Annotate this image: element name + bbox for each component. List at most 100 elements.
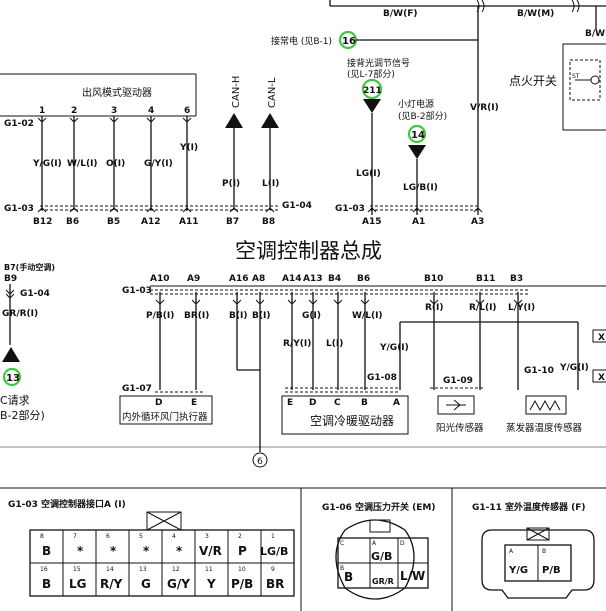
wire-wl2: W/L(I) [352, 311, 383, 321]
constant-power-label: 接常电 (见B-1) [271, 35, 332, 47]
svg-text:3: 3 [205, 533, 209, 540]
row1-conn-right: G1-03 [335, 204, 365, 214]
mode-motor-label: 出风模式驱动器 [82, 86, 152, 99]
ambient-cell-a: Y/G [508, 565, 528, 576]
conn-a-row1-nums: 8 7 6 5 4 3 2 1 [40, 533, 275, 540]
can-l-label: CAN-L [267, 77, 278, 108]
conn-a-row2: B LG R/Y G G/Y Y P/B BR [42, 577, 284, 591]
svg-text:G: G [141, 577, 151, 591]
wire-rl: R/L(I) [469, 303, 497, 313]
wire-r: R(I) [425, 303, 444, 313]
blend-conn: G1-08 [367, 373, 397, 383]
svg-text:2: 2 [71, 106, 77, 116]
left-b9-label: B9 [4, 274, 17, 284]
conn-a-row2-nums: 16 15 14 13 12 11 10 9 [40, 566, 275, 573]
wire-y: Y(I) [179, 143, 198, 153]
wire-b1: B(I) [229, 311, 247, 321]
svg-text:BR: BR [266, 577, 284, 591]
svg-text:*: * [77, 544, 84, 558]
wire-bw-f: B/W(F) [383, 9, 417, 19]
row2-wires [155, 292, 579, 430]
can-h-label: CAN-H [231, 76, 242, 108]
recirc-actuator-box [119, 395, 213, 425]
svg-text:A8: A8 [252, 274, 265, 284]
svg-text:16: 16 [40, 566, 48, 573]
svg-text:A9: A9 [187, 274, 200, 284]
svg-text:A13: A13 [303, 274, 323, 284]
svg-text:4: 4 [172, 533, 176, 540]
svg-text:A11: A11 [179, 217, 199, 227]
wire-can-l: L(I) [262, 179, 279, 189]
svg-text:B: B [361, 398, 368, 408]
svg-text:B6: B6 [357, 274, 370, 284]
wire-yg: Y/G(I) [32, 159, 62, 169]
press-cell-c: L/W [400, 569, 425, 583]
svg-text:6: 6 [184, 106, 190, 116]
conn-a-grid [62, 530, 262, 596]
mode-motor-connector: G1-02 [4, 119, 34, 129]
conn-ambient-body [481, 529, 595, 599]
conn-ambient-title: G1-11 室外温度传感器 (F) [472, 501, 586, 513]
svg-text:B8: B8 [262, 217, 275, 227]
left-arrow [2, 347, 20, 362]
sun-conn: G1-09 [443, 376, 473, 386]
evap-conn: G1-10 [524, 366, 554, 376]
backlight-arrow [363, 99, 381, 113]
svg-text:B3: B3 [510, 274, 523, 284]
svg-text:A: A [393, 398, 400, 408]
left-b7-label: B7(手动空调) [4, 262, 55, 272]
svg-text:B: B [340, 565, 344, 572]
can-h-arrow [225, 113, 243, 128]
svg-text:B: B [42, 577, 51, 591]
svg-text:6: 6 [106, 533, 110, 540]
svg-text:B: B [42, 544, 51, 558]
can-l-arrow [261, 113, 279, 128]
svg-text:C: C [340, 540, 344, 547]
svg-text:2: 2 [238, 533, 242, 540]
row1-pins: B12 B6 B5 A12 A11 B7 B8 A15 A1 A3 [33, 217, 484, 227]
wire-lgb: LG/B(I) [403, 183, 438, 193]
wire-ly: L/Y(I) [508, 303, 535, 313]
svg-text:A3: A3 [471, 217, 484, 227]
svg-text:E: E [191, 398, 197, 408]
svg-text:14: 14 [411, 130, 425, 141]
wire-can-p: P(I) [222, 179, 240, 189]
ignition-label: 点火开关 [509, 74, 557, 88]
svg-text:A1: A1 [412, 217, 425, 227]
svg-text:R/Y: R/Y [100, 577, 123, 591]
ref-circle-14 [407, 124, 427, 144]
press-cell-b: B [344, 570, 353, 584]
can-conn-g104: G1-04 [282, 201, 312, 211]
wire-vr: V/R(I) [470, 103, 499, 113]
wire-bw-m: B/W(M) [517, 9, 554, 19]
svg-text:E: E [287, 398, 293, 408]
svg-text:13: 13 [6, 373, 20, 384]
recirc-conn: G1-07 [122, 384, 152, 394]
svg-text:V/R: V/R [199, 544, 222, 558]
lamp-label-2: (见B-2部分) [398, 110, 447, 122]
svg-text:A14: A14 [282, 274, 302, 284]
evap-label: 蒸发器温度传感器 [506, 422, 583, 434]
wire-o: O(I) [106, 159, 125, 169]
ignition-st: ST [572, 73, 580, 80]
wire-grr: GR/R(I) [2, 309, 38, 319]
wire-ry: R/Y(I) [283, 339, 311, 349]
svg-text:D: D [400, 540, 405, 547]
svg-text:6: 6 [257, 457, 263, 467]
svg-text:B4: B4 [328, 274, 341, 284]
ref-circle-13 [2, 367, 22, 387]
svg-text:*: * [143, 544, 150, 558]
ref-circle-211 [361, 78, 383, 100]
sun-label: 阳光传感器 [436, 422, 484, 434]
svg-text:Y: Y [206, 577, 216, 591]
lamp-arrow [408, 145, 426, 159]
bus-splice [476, 0, 580, 13]
row2-pins: A10 A9 A16 A8 A14 A13 B4 B6 B10 B11 B3 [150, 274, 523, 284]
svg-text:211: 211 [363, 86, 382, 96]
svg-text:C: C [334, 398, 341, 408]
wire-l: L(I) [326, 339, 343, 349]
svg-text:B: B [542, 548, 546, 555]
svg-text:P/B: P/B [231, 577, 253, 591]
wire-g: G(I) [302, 311, 321, 321]
row1-conn-left: G1-03 [4, 204, 34, 214]
